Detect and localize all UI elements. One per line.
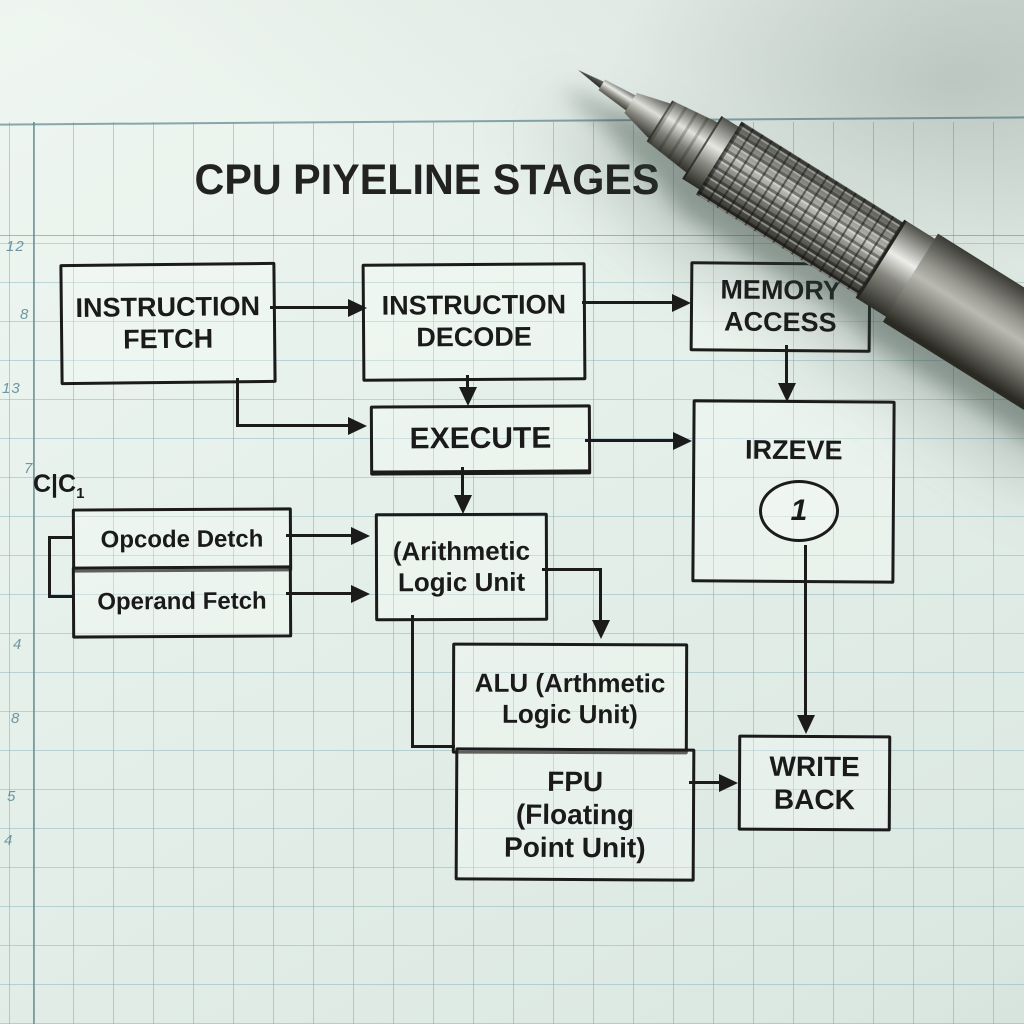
- connector-down-to-alu: [599, 568, 602, 622]
- connector-fpu-to-writeback: [689, 781, 721, 784]
- connector-fetch-to-decode: [270, 306, 350, 309]
- arrowhead-down-icon: [459, 387, 477, 406]
- box-arithmetic-logic-unit: (Arithmetic Logic Unit: [374, 512, 549, 622]
- box-label: EXECUTE: [409, 421, 552, 456]
- box-fpu: FPU (Floating Point Unit): [454, 747, 696, 882]
- box-label: INSTRUCTION DECODE: [381, 289, 567, 353]
- connector-execute-to-irzeve: [585, 439, 675, 442]
- box-label: ALU (Arthmetic Logic Unit): [474, 667, 666, 729]
- connector-opcode-to-alu-unit: [286, 534, 352, 537]
- diagram-title: CPU PIYELINE STAGES: [194, 156, 660, 204]
- cc1-subscript: 1: [76, 485, 85, 502]
- circled-number-badge: 1: [759, 480, 839, 542]
- arrowhead-right-icon: [351, 527, 370, 545]
- arrowhead-right-icon: [672, 294, 691, 312]
- box-execute: EXECUTE: [369, 404, 592, 476]
- arrowhead-down-icon: [592, 620, 610, 639]
- box-label: IRZEVE: [744, 434, 843, 466]
- box-label: WRITE BACK: [769, 750, 860, 816]
- box-instruction-decode: INSTRUCTION DECODE: [361, 262, 587, 382]
- box-alu: ALU (Arthmetic Logic Unit): [451, 642, 689, 755]
- margin-number: 4: [4, 832, 14, 849]
- connector-decode-to-memory: [582, 301, 674, 304]
- arrowhead-right-icon: [348, 299, 367, 317]
- box-label: Operand Fetch: [97, 587, 267, 616]
- bracket-bottom-stub: [48, 595, 74, 598]
- box-label: INSTRUCTION FETCH: [75, 290, 261, 354]
- cc1-main: C|C: [33, 470, 77, 498]
- paper-margin-line: [33, 122, 35, 1024]
- bracket-left: [48, 536, 51, 598]
- connector-alu-unit-bottom: [411, 615, 414, 748]
- arrowhead-right-icon: [348, 417, 367, 435]
- margin-number: 13: [2, 380, 21, 397]
- margin-number: 7: [24, 460, 34, 477]
- box-opcode-fetch: Opcode Detch: [71, 507, 293, 573]
- connector-into-fpu: [411, 745, 455, 748]
- connector-decode-to-execute: [466, 375, 469, 389]
- margin-number: 8: [20, 306, 30, 323]
- box-operand-fetch: Operand Fetch: [71, 565, 293, 639]
- connector-operand-to-alu-unit: [286, 592, 352, 595]
- margin-number: 12: [6, 238, 25, 255]
- box-label: MEMORY ACCESS: [720, 274, 842, 338]
- arrowhead-right-icon: [673, 432, 692, 450]
- box-label: Opcode Detch: [100, 525, 264, 554]
- paper-header-rule: [0, 235, 1024, 236]
- connector-fetch-down: [236, 378, 239, 426]
- cc1-annotation: C|C1: [33, 470, 84, 502]
- margin-number: 8: [11, 710, 21, 727]
- box-instruction-fetch: INSTRUCTION FETCH: [59, 261, 277, 386]
- connector-fetch-to-execute: [236, 424, 350, 427]
- arrowhead-right-icon: [719, 774, 738, 792]
- connector-memory-to-irzeve: [785, 345, 788, 385]
- box-write-back: WRITE BACK: [737, 734, 892, 832]
- grid-horizontal-lines: [0, 235, 1024, 1024]
- box-label: FPU (Floating Point Unit): [503, 765, 646, 864]
- arrowhead-down-icon: [454, 495, 472, 514]
- bracket-top-stub: [48, 536, 74, 539]
- arrowhead-down-icon: [778, 383, 796, 402]
- box-label: (Arithmetic Logic Unit: [392, 536, 531, 598]
- connector-execute-to-alu-unit: [461, 467, 464, 497]
- connector-irzeve-to-writeback: [804, 545, 807, 717]
- margin-number: 4: [13, 636, 23, 653]
- badge-value: 1: [790, 494, 808, 527]
- arrowhead-down-icon: [797, 715, 815, 734]
- margin-number: 5: [7, 788, 17, 805]
- arrowhead-right-icon: [351, 585, 370, 603]
- connector-alu-unit-right: [542, 568, 602, 571]
